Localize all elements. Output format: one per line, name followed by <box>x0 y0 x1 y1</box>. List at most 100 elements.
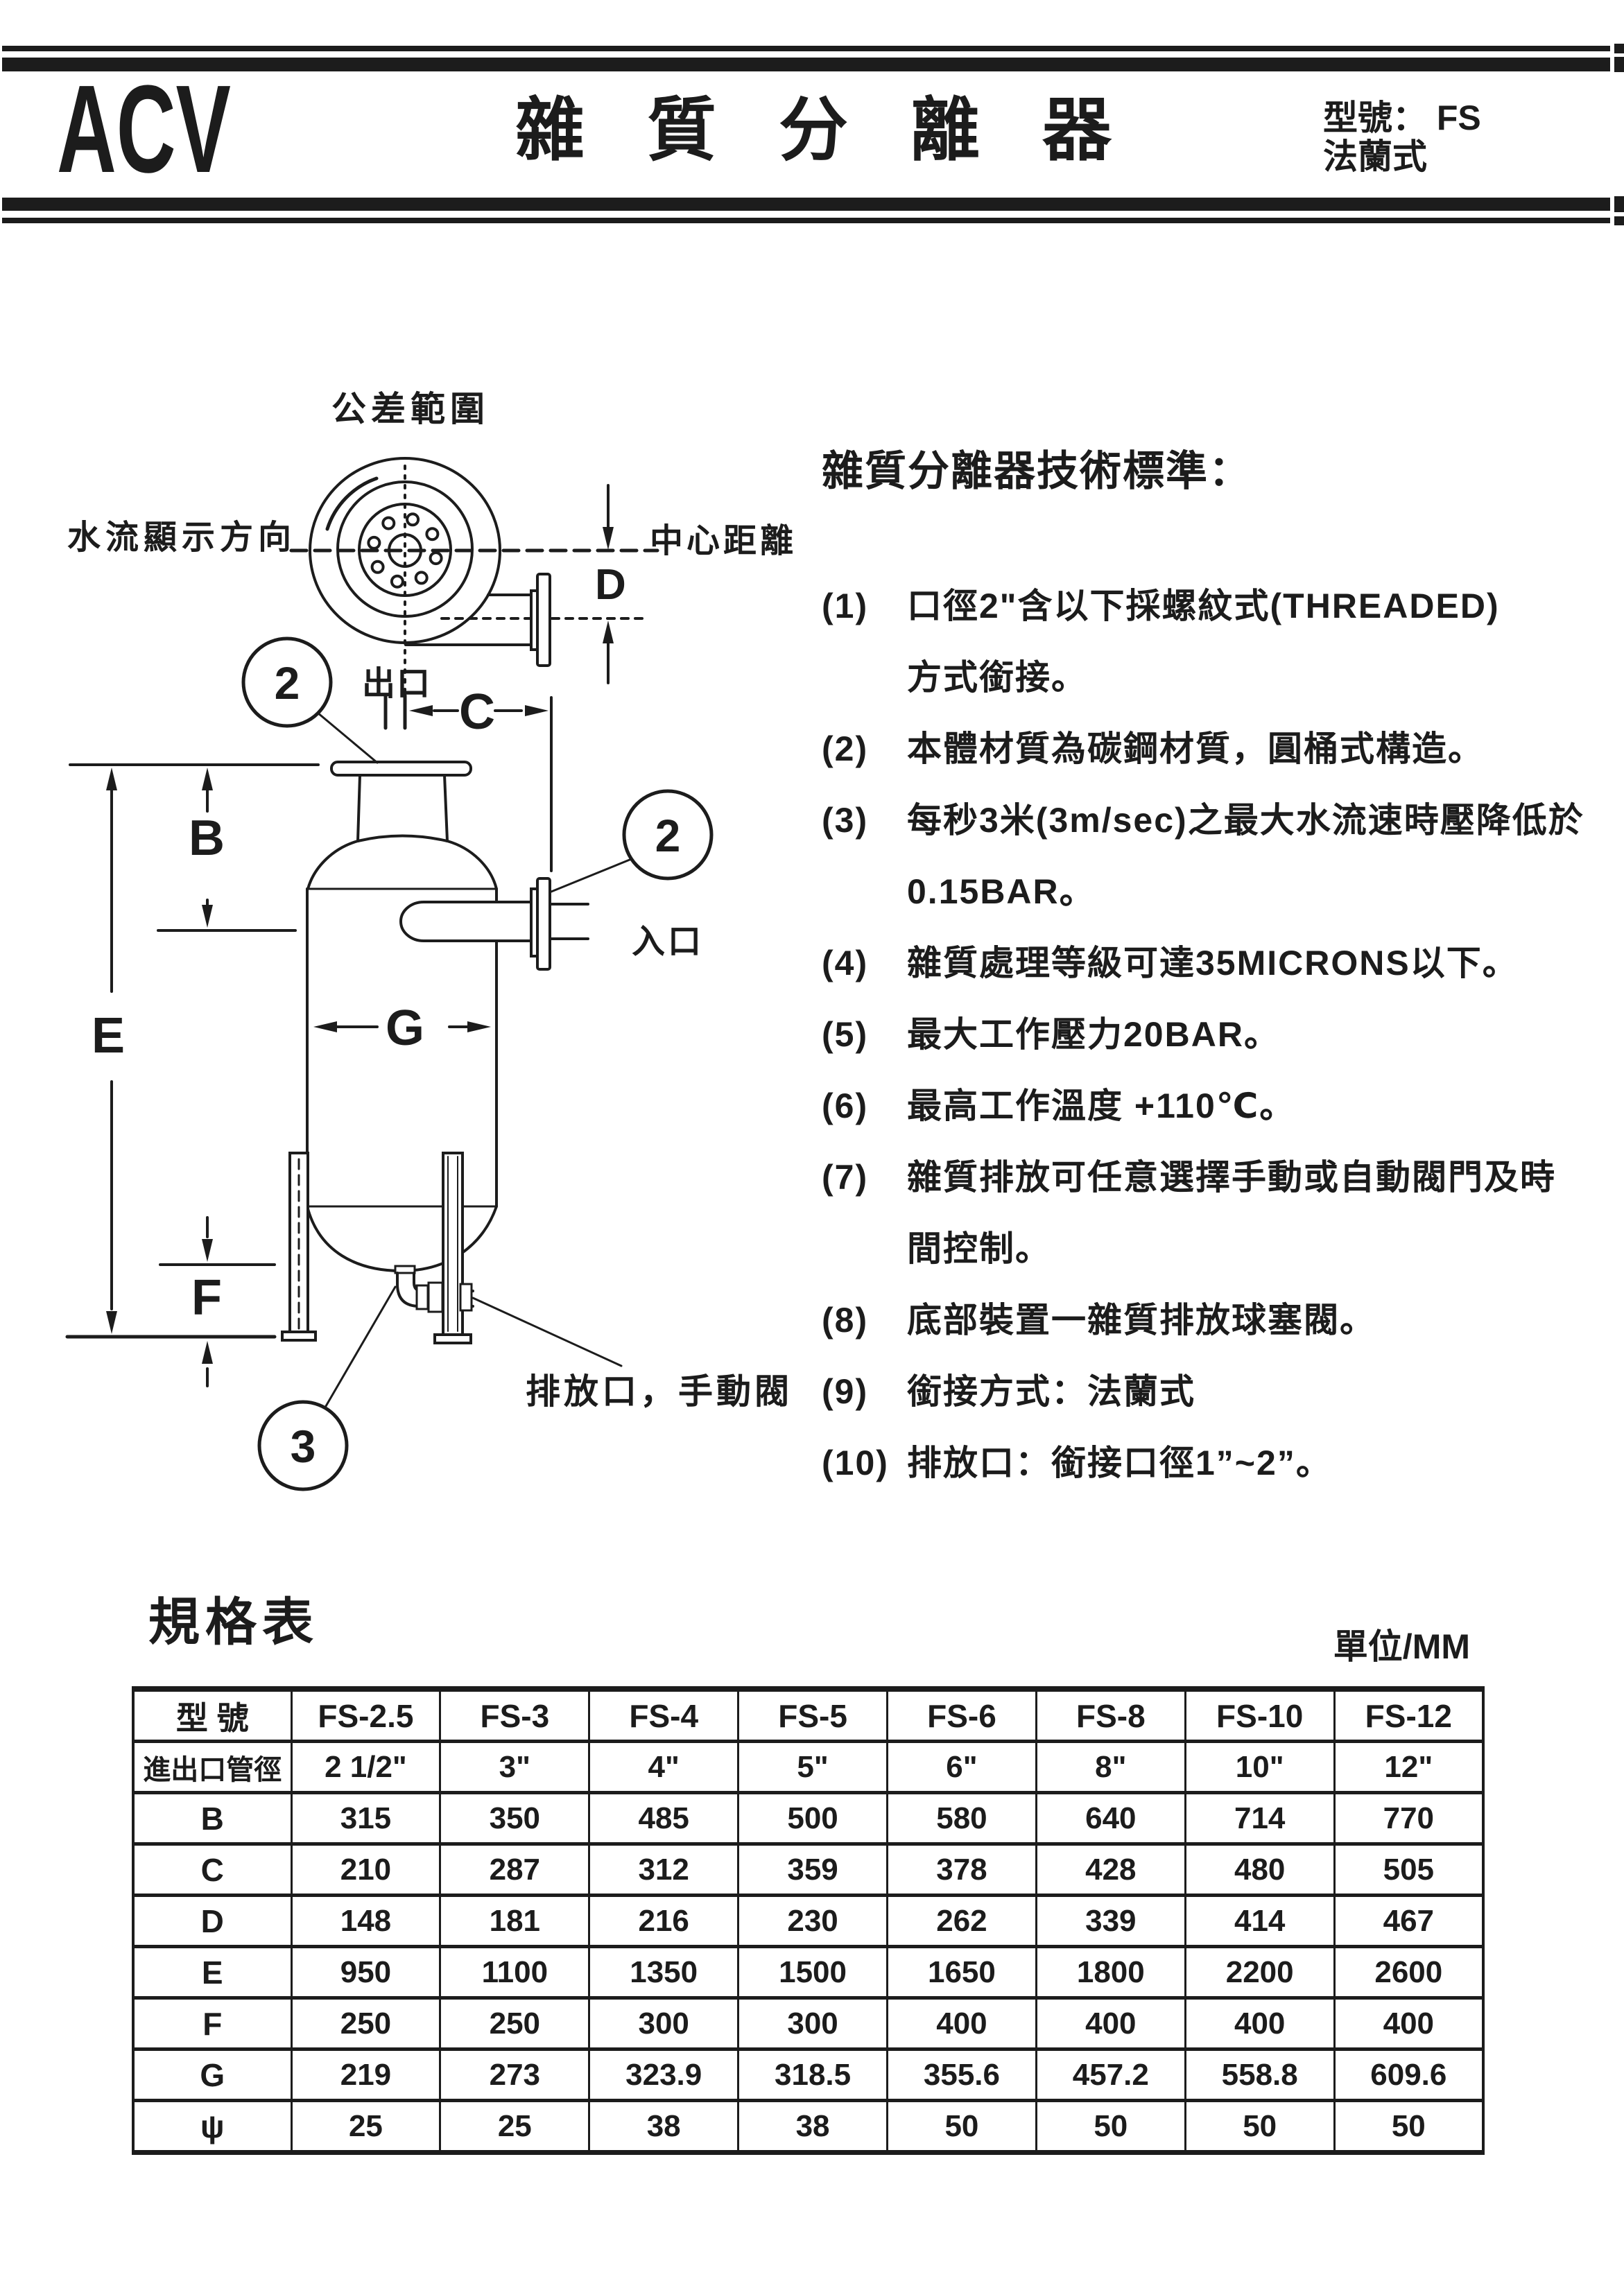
dimension-f: F <box>65 1216 277 1387</box>
flow-direction-label: 水流顯示方向 <box>67 519 296 556</box>
spec-item-number: (4) <box>822 944 869 982</box>
spec-item-text: 每秒3米(3m/sec)之最大水流速時壓降低於 <box>907 801 1584 840</box>
drain-union-nut <box>459 1283 473 1312</box>
spec-item-line: (1)口徑2"含以下採螺紋式(THREADED) <box>822 571 1500 642</box>
top-thick-rule-cap <box>1614 57 1624 72</box>
table-cell: 359 <box>737 1842 888 1896</box>
unit-label: 單位/MM <box>1333 1627 1470 1666</box>
table-cell: 350 <box>439 1791 589 1844</box>
model-header-label: 型 號 <box>175 1699 249 1736</box>
balloon-2-outlet: 2 <box>241 636 333 728</box>
dim-b-label: B <box>189 811 225 866</box>
table-cell: 500 <box>737 1791 888 1844</box>
drain-label: 排放口，手動閥 <box>526 1372 793 1411</box>
table-cell: 50 <box>1333 2099 1483 2153</box>
table-cell: 339 <box>1035 1894 1186 1947</box>
table-cell: 50 <box>1184 2099 1335 2153</box>
table-cell: 273 <box>439 2047 589 2101</box>
table-cell: 950 <box>290 1945 440 1998</box>
table-cell: 1650 <box>886 1945 1037 1998</box>
table-cell: 50 <box>886 2099 1037 2153</box>
inlet-label: 入口 <box>632 924 704 960</box>
row-label: F <box>133 1996 291 2050</box>
balloon-2-inlet: 2 <box>622 789 714 881</box>
table-cell: 1100 <box>439 1945 589 1998</box>
table-cell: 300 <box>588 1996 738 2050</box>
table-cell: 480 <box>1184 1842 1335 1896</box>
table-cell: 148 <box>290 1894 440 1947</box>
table-cell: 640 <box>1035 1791 1186 1844</box>
vessel-top-flange <box>330 761 472 777</box>
table-cell: 219 <box>290 2047 440 2101</box>
svg-text:2: 2 <box>275 657 300 709</box>
table-cell: 216 <box>588 1894 738 1947</box>
table-cell: 2600 <box>1333 1945 1483 1998</box>
balloon-2b-leader <box>550 858 631 893</box>
separator-diagram: D C B E <box>65 390 793 1491</box>
spec-item-line: (7)雜質排放可任意選擇手動或自動閥門及時 <box>822 1142 1556 1213</box>
table-cell: 400 <box>1035 1996 1186 2050</box>
table-cell: FS-8 <box>1035 1689 1186 1742</box>
table-cell: 400 <box>886 1996 1037 2050</box>
spec-item-number: (8) <box>822 1301 869 1340</box>
table-cell: 414 <box>1184 1894 1335 1947</box>
table-cell: 1800 <box>1035 1945 1186 1998</box>
connection-type-label: 法蘭式 <box>1323 137 1427 176</box>
table-cell: 323.9 <box>588 2047 738 2101</box>
table-cell: 300 <box>737 1996 888 2050</box>
dimension-b: B <box>69 763 320 932</box>
row-label: ψ <box>133 2099 291 2153</box>
table-cell: 467 <box>1333 1894 1483 1947</box>
table-cell: 250 <box>290 1996 440 2050</box>
dim-d-label: D <box>595 561 626 609</box>
table-cell: 400 <box>1184 1996 1335 2050</box>
spec-item-line: 間控制。 <box>822 1213 1051 1285</box>
table-cell: 25 <box>290 2099 440 2153</box>
table-cell: 250 <box>439 1996 589 2050</box>
svg-text:3: 3 <box>291 1421 316 1472</box>
table-cell: 1350 <box>588 1945 738 1998</box>
row-label: C <box>133 1842 291 1896</box>
table-cell: FS-2.5 <box>290 1689 440 1742</box>
table-cell: 6" <box>886 1740 1037 1793</box>
spec-item-text: 底部裝置一雜質排放球塞閥。 <box>907 1301 1376 1340</box>
spec-item-text: 方式銜接。 <box>907 658 1087 697</box>
dimension-e: E <box>92 768 125 1334</box>
row-label: E <box>133 1945 291 1998</box>
company-logo: ACV <box>57 60 231 199</box>
dim-g-label: G <box>386 1000 424 1056</box>
dimension-d: D <box>595 484 626 684</box>
header-bottom-thick-rule <box>2 198 1610 211</box>
spec-item-text: 銜接方式：法蘭式 <box>907 1372 1195 1411</box>
spec-item-line: (6)最高工作溫度 +110℃。 <box>822 1071 1295 1142</box>
table-cell: FS-3 <box>439 1689 589 1742</box>
table-cell: 609.6 <box>1333 2047 1483 2101</box>
header-bottom-thin-rule <box>2 218 1610 223</box>
spec-item-number: (2) <box>822 729 869 768</box>
spec-item-line: (9)銜接方式：法蘭式 <box>822 1356 1195 1428</box>
spec-item-number: (10) <box>822 1444 889 1482</box>
svg-text:2: 2 <box>655 810 681 861</box>
table-cell: 770 <box>1333 1791 1483 1844</box>
table-cell: 580 <box>886 1791 1037 1844</box>
table-cell: FS-10 <box>1184 1689 1335 1742</box>
spec-item-line: (4)雜質處理等級可達35MICRONS以下。 <box>822 928 1519 999</box>
outlet-stub-side-view <box>404 573 551 667</box>
row-label: 進出口管徑 <box>133 1740 291 1793</box>
spec-item-text: 間控制。 <box>907 1229 1051 1268</box>
table-cell: FS-4 <box>588 1689 738 1742</box>
row-label: B <box>133 1791 291 1844</box>
table-cell: 318.5 <box>737 2047 888 2101</box>
table-cell: 315 <box>290 1791 440 1844</box>
spec-standards-title: 雜質分離器技術標準： <box>822 448 1252 494</box>
table-cell: 181 <box>439 1894 589 1947</box>
